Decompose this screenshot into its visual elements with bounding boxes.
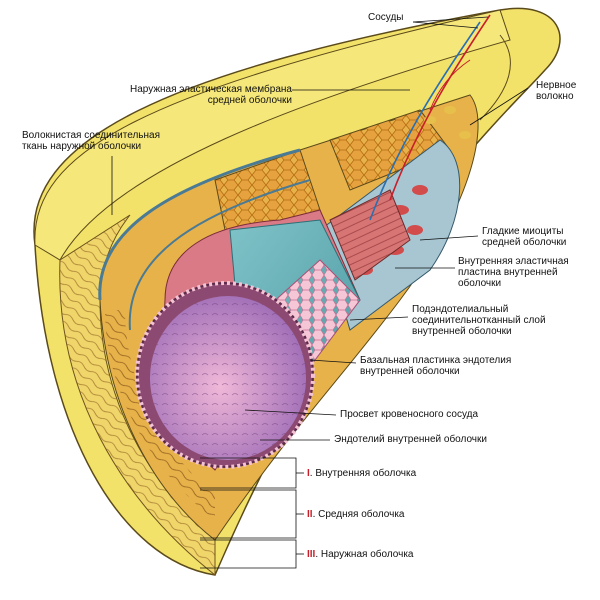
label-inner-elastic-plate: Внутренняя эластичная пластина внутренне… [458, 256, 569, 289]
layer-brackets [200, 457, 304, 569]
label-layer-middle: II. Средняя оболочка [307, 509, 405, 520]
label-vessels: Сосуды [368, 12, 404, 23]
lumen [135, 281, 315, 469]
surface-vessels [369, 14, 511, 221]
label-layer-outer-text: . Наружная оболочка [315, 549, 414, 560]
numeral-outer: III [307, 549, 316, 560]
label-endothelium: Эндотелий внутренней оболочки [334, 434, 487, 445]
numeral-middle: II [307, 509, 313, 520]
label-layer-middle-text: . Средняя оболочка [312, 509, 405, 520]
label-layer-inner-text: . Внутренняя оболочка [309, 468, 417, 479]
smooth-muscle-strip [329, 189, 411, 281]
label-smooth-myocytes: Гладкие миоциты средней оболочки [482, 226, 567, 248]
label-outer-elastic-membrane: Наружная эластическая мембрана средней о… [129, 84, 292, 106]
label-basal-plate: Базальная пластинка эндотелия внутренней… [360, 355, 512, 377]
label-layer-outer: III. Наружная оболочка [307, 549, 414, 560]
label-layer-inner: I. Внутренняя оболочка [307, 468, 416, 479]
numeral-inner: I [307, 468, 310, 479]
label-fibrous-tissue: Волокнистая соединительная ткань наружно… [22, 130, 161, 152]
label-nerve-fiber: Нервное волокно [536, 80, 577, 102]
leader-lines [111, 16, 529, 441]
label-lumen: Просвет кровеносного сосуда [340, 409, 479, 420]
label-subendothelial-layer: Подэндотелиальный соединительнотканный с… [412, 304, 546, 337]
